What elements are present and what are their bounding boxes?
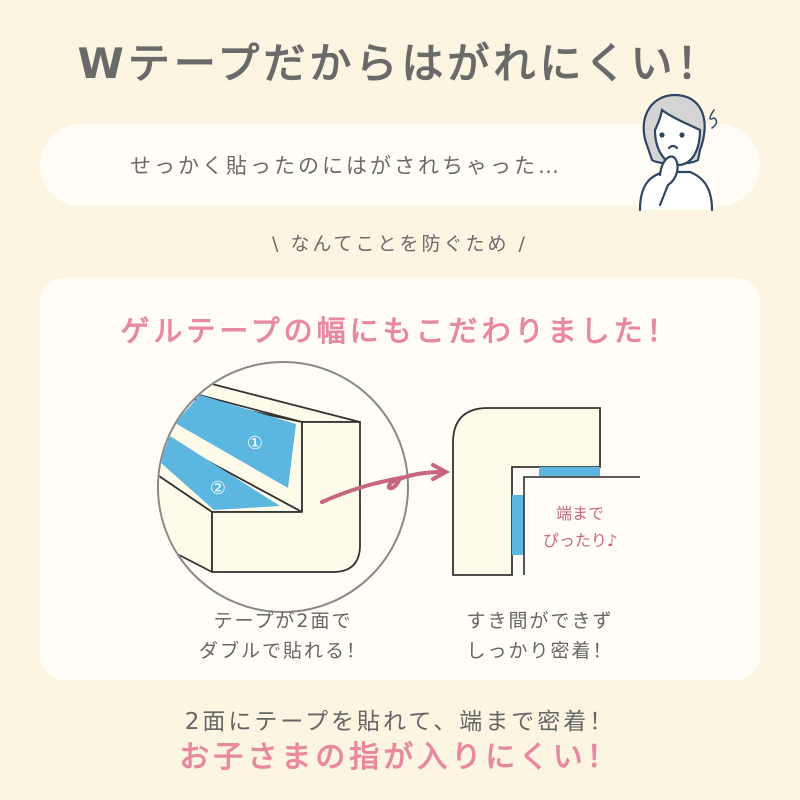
caption-left-line1: テープが2面で <box>213 610 353 632</box>
caption-right: すき間ができず しっかり密着！ <box>420 606 660 666</box>
subheading: \ なんてことを防ぐため / <box>272 233 528 255</box>
edge-label-1: 端まで <box>556 504 604 523</box>
tape-strip-side <box>512 495 524 555</box>
page-title: Wテープだからはがれにくい！ <box>77 39 723 88</box>
worried-woman-icon <box>638 93 718 212</box>
edge-label-2: ぴったり♪ <box>543 531 617 550</box>
arrow-icon <box>320 470 446 504</box>
tape-1 <box>175 395 296 488</box>
caption-left: テープが2面で ダブルで貼れる！ <box>163 606 403 666</box>
tape-2-label: ② <box>210 478 226 499</box>
caption-right-line1: すき間ができず <box>466 610 614 632</box>
tape-2 <box>160 436 280 510</box>
tape-1-label: ① <box>247 433 263 454</box>
furniture-edge <box>523 476 640 575</box>
feature-headline: ゲルテープの幅にもこだわりました！ <box>120 314 680 348</box>
caption-left-line2: ダブルで貼れる！ <box>198 640 367 662</box>
summary-highlight: お子さまの指が入りにくい！ <box>179 740 621 775</box>
worry-bubble <box>40 124 760 206</box>
worry-text: せっかく貼ったのにはがされちゃった… <box>130 154 562 178</box>
tape-strip-top <box>539 467 600 476</box>
summary-line: 2面にテープを貼れて、端まで密着！ <box>184 709 616 735</box>
caption-right-line2: しっかり密着！ <box>466 640 614 662</box>
